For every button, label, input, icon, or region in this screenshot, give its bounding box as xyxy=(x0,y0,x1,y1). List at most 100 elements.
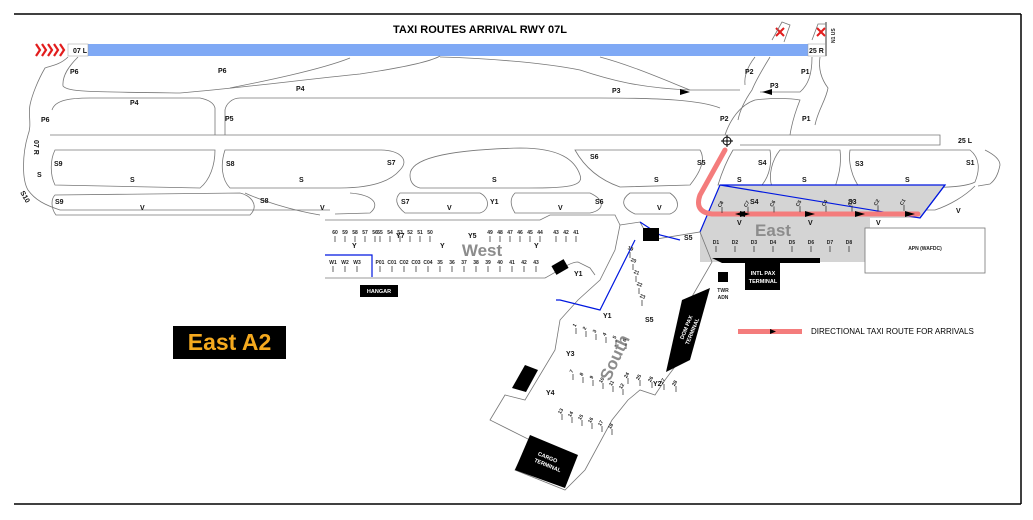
apron-wafdc xyxy=(864,227,986,274)
taxiway-label: P6 xyxy=(218,68,227,75)
taxiway-stub-closed-1 xyxy=(771,21,791,43)
runway-07r-label: 07 R xyxy=(32,140,39,155)
stand-marker: 36 xyxy=(449,260,455,272)
taxiway-label: Y xyxy=(534,243,539,250)
taxiway-label: P1 xyxy=(802,116,811,123)
stand-marker: D3 xyxy=(751,240,757,252)
taxiway-label: P5 xyxy=(225,116,234,123)
south-remote-building xyxy=(643,228,659,241)
stand-label: 44 xyxy=(537,230,543,236)
stand-marker: 43 xyxy=(533,260,539,272)
taxiway-label: S8 xyxy=(226,161,235,168)
stand-marker: 52 xyxy=(407,230,413,242)
taxiway-label: V xyxy=(808,220,813,227)
stand-label: C6 xyxy=(769,199,778,208)
stand-label: C2 xyxy=(873,198,882,207)
closed-taxiway-icon xyxy=(775,27,826,37)
stand-marker: W3 xyxy=(353,260,361,272)
stand-marker: D6 xyxy=(808,240,815,252)
stand-marker: W2 xyxy=(341,260,349,272)
stand-marker: 10 xyxy=(598,376,606,389)
taxiway-label: P4 xyxy=(296,86,305,93)
hangar-building xyxy=(360,285,398,297)
stand-label: P01 xyxy=(376,260,385,266)
stand-marker: C3 xyxy=(847,199,855,212)
stand-label: 25 xyxy=(635,373,643,381)
stand-marker: 46 xyxy=(517,230,523,242)
stand-label: 58 xyxy=(352,230,358,236)
stand-label: 57 xyxy=(362,230,368,236)
taxiway-label: S6 xyxy=(590,154,599,161)
stand-label: 5 xyxy=(612,335,619,341)
stand-label: 37 xyxy=(461,260,467,266)
blue-boundary-west xyxy=(325,254,373,277)
apron-wafdc-label: APN (WAFDC) xyxy=(908,246,942,252)
taxiway-label: S8 xyxy=(260,198,269,205)
area-label-west: West xyxy=(462,241,503,260)
stand-marker: 4 xyxy=(602,332,609,343)
stand-label: D2 xyxy=(732,240,739,246)
stand-marker: 28 xyxy=(671,379,679,392)
stand-label: 14 xyxy=(567,410,575,418)
stand-marker: D1 xyxy=(713,240,720,252)
stand-marker: 42 xyxy=(521,260,527,272)
stand-label: C8 xyxy=(717,200,726,209)
stand-label: C4 xyxy=(821,199,830,208)
stand-marker: 11 xyxy=(608,380,616,392)
taxiway-label: V xyxy=(447,205,452,212)
stand-label: D7 xyxy=(827,240,834,246)
stand-label: 35 xyxy=(437,260,443,266)
threshold-25r-label: 25 R xyxy=(809,48,824,55)
stand-label: 6 xyxy=(622,338,629,344)
stand-label: 43 xyxy=(533,260,539,266)
south-apron-outline xyxy=(489,221,713,491)
taxiway-label: S xyxy=(492,177,497,184)
stand-label: 38 xyxy=(473,260,479,266)
stand-marker: 15 xyxy=(577,413,585,426)
stand-label: C03 xyxy=(411,260,420,266)
taxiway-label: S9 xyxy=(55,199,64,206)
taxiway-label: S5 xyxy=(645,317,654,324)
taxiway-label: V xyxy=(956,208,961,215)
taxiway-label: S5 xyxy=(697,160,706,167)
blue-boundary-south-2 xyxy=(639,221,681,241)
approach-chevrons-icon xyxy=(35,43,66,57)
stand-marker: 27 xyxy=(659,377,667,390)
blue-boundary-south xyxy=(556,239,636,311)
stand-label: D4 xyxy=(770,240,777,246)
stand-label: 26 xyxy=(647,375,655,383)
taxiway-label: S9 xyxy=(54,161,63,168)
taxiway-label: P3 xyxy=(612,88,621,95)
taxiway-label: P1 xyxy=(801,69,810,76)
stand-label: 59 xyxy=(342,230,348,236)
stand-label: 45 xyxy=(527,230,533,236)
stand-label: 2 xyxy=(582,326,589,332)
stand-label: D1 xyxy=(713,240,720,246)
stand-label: W2 xyxy=(341,260,349,266)
stand-label: 27 xyxy=(659,377,667,385)
stand-marker: 38 xyxy=(473,260,479,272)
stand-marker: C04 xyxy=(423,260,433,272)
stand-marker: 8 xyxy=(579,372,586,383)
stand-marker: 60 xyxy=(332,230,338,242)
taxiway-label: S7 xyxy=(401,199,410,206)
stand-label: 21 xyxy=(633,269,640,277)
stand-label: 36 xyxy=(449,260,455,266)
stand-marker: 17 xyxy=(597,419,605,432)
stand-marker: 47 xyxy=(507,230,513,242)
stand-label: 8 xyxy=(579,372,586,378)
stand-label: 28 xyxy=(671,379,679,387)
stand-label: 20 xyxy=(630,257,637,265)
stand-label: C04 xyxy=(423,260,432,266)
taxiway-label: V xyxy=(737,220,742,227)
taxiway-label: S7 xyxy=(387,160,396,167)
taxiway-label: Y1 xyxy=(603,313,612,320)
stand-marker: 40 xyxy=(497,260,503,272)
stand-label: D6 xyxy=(808,240,815,246)
tower-icon xyxy=(718,272,728,282)
stand-marker: 19 xyxy=(627,245,634,258)
taxiway-label: P6 xyxy=(70,69,79,76)
stand-marker: 9 xyxy=(589,375,596,386)
tower-label-1: TWR xyxy=(717,288,729,294)
